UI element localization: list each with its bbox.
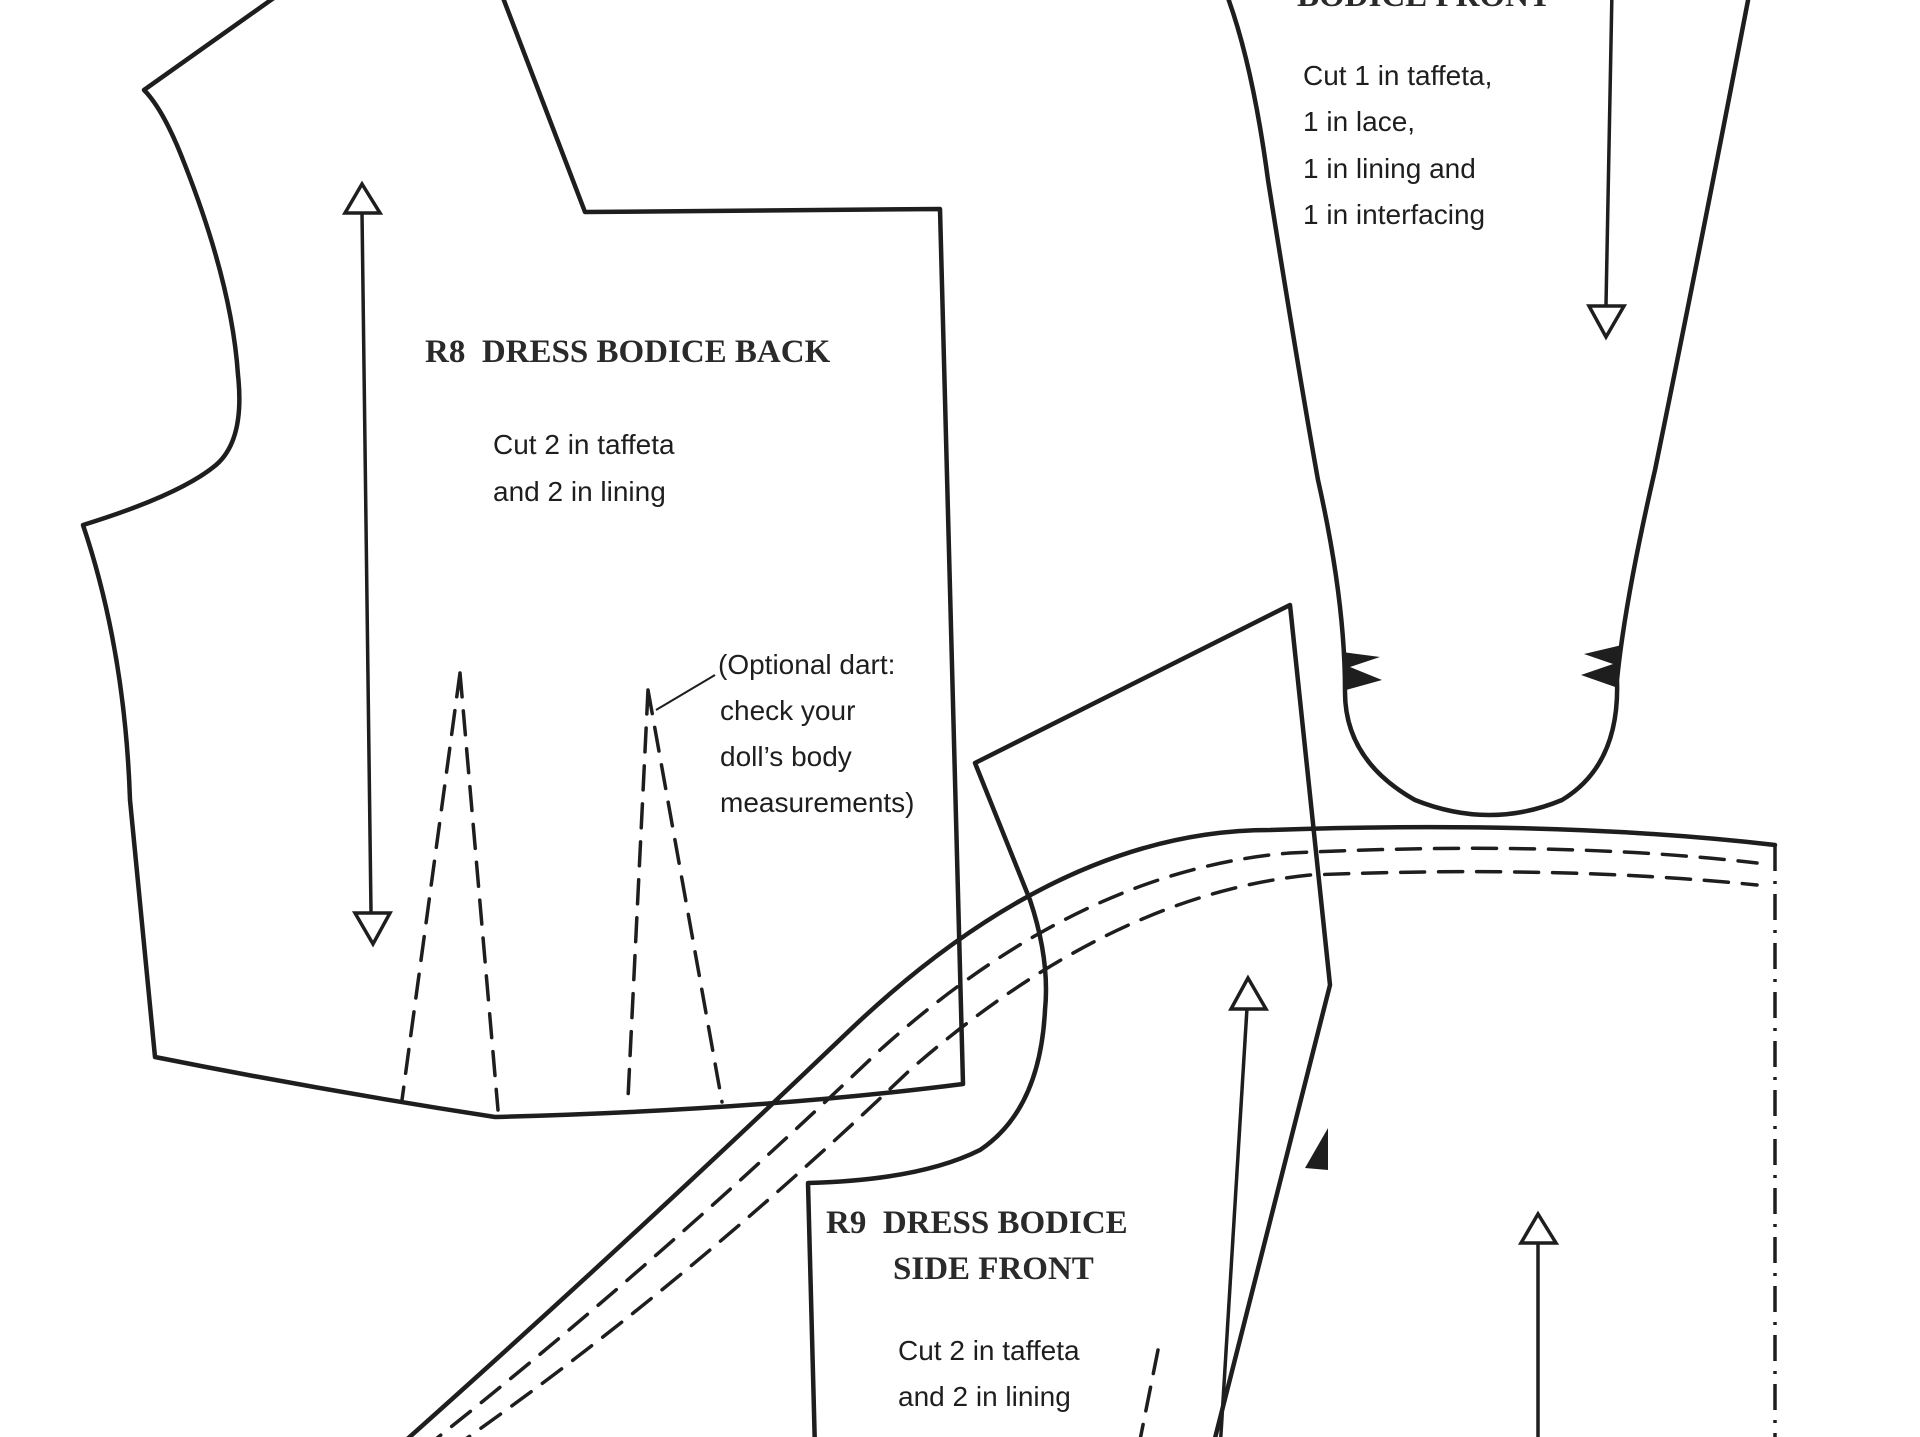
r9-grain-arrow-up-icon [1228,974,1270,1011]
r8-dart-note-1: (Optional dart: [718,649,895,680]
r8-grain-arrow-down-icon [351,911,393,948]
lower-stitch-inner [465,869,1759,1437]
r9-title-line-2: SIDE FRONT [893,1251,1094,1287]
r8-dart-note-4: measurements) [720,787,915,818]
r9-title-line-1: R9 DRESS BODICE [826,1205,1128,1241]
r8-dart-note-3: doll’s body [720,741,852,772]
r8-grain-arrow-up-icon [341,180,384,215]
piece-lower-large [406,824,1778,1437]
front-instruction-3: 1 in lining and [1303,153,1476,184]
front-title-partial: BODICE FRONT [1297,0,1551,14]
piece-r8-bodice-back [80,0,966,1120]
r8-dart-leader [655,674,716,711]
lower-stitch-outer [435,846,1759,1437]
piece-r9-side-front [805,602,1333,1437]
r9-grainline [1219,1007,1249,1437]
r9-outline [805,602,1333,1437]
r8-dart-right [626,688,724,1104]
front-outline [1226,0,1751,818]
r9-dart [1138,1348,1160,1437]
r8-grainline [360,211,373,913]
front-instruction-1: Cut 1 in taffeta, [1303,60,1492,91]
r8-instruction-2: and 2 in lining [493,476,666,507]
lower-outline [406,824,1778,1437]
front-instruction-2: 1 in lace, [1303,106,1415,137]
r8-outline [80,0,966,1120]
r8-dart-left [400,671,500,1112]
front-notch-left-icon [1342,652,1382,690]
front-instruction-4: 1 in interfacing [1303,199,1485,230]
r9-instruction-1: Cut 2 in taffeta [898,1335,1080,1366]
piece-bodice-front [1226,0,1751,818]
r8-title: R8 DRESS BODICE BACK [425,334,831,370]
front-notch-right-icon [1581,645,1622,688]
r8-instruction-1: Cut 2 in taffeta [493,429,675,460]
r9-instruction-2: and 2 in lining [898,1381,1071,1412]
lower-grain-arrow-up-icon [1517,1210,1560,1245]
r8-dart-note-2: check your [720,695,855,726]
front-grainline [1604,0,1614,306]
front-grain-arrow-down-icon [1586,304,1628,341]
r9-notch-icon [1305,1128,1328,1170]
